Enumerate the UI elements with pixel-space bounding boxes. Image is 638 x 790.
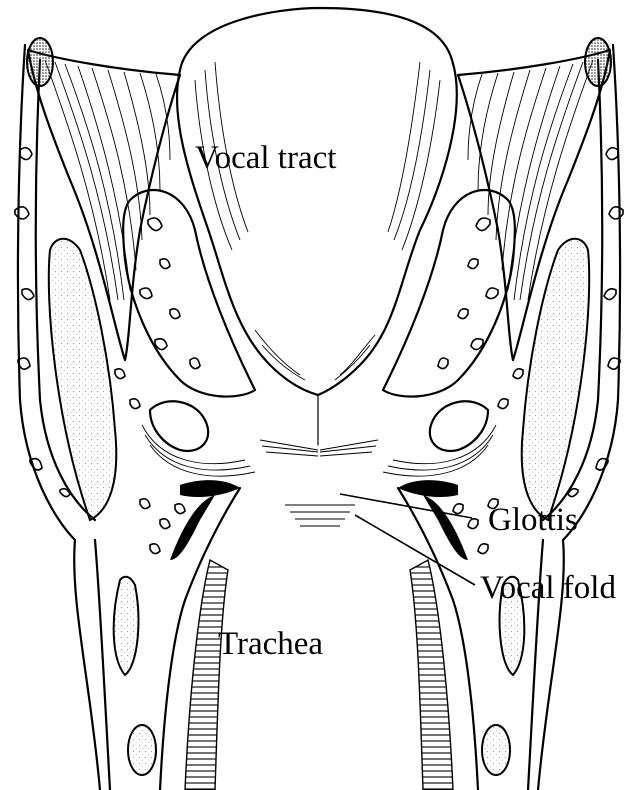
right-ventricular-fold bbox=[383, 190, 523, 476]
left-lower-cartilage bbox=[95, 540, 156, 790]
laryngeal-vestibule bbox=[260, 395, 378, 456]
label-trachea: Trachea bbox=[218, 626, 323, 662]
label-vocal-fold: Vocal fold bbox=[480, 570, 616, 606]
left-outer-wall bbox=[15, 38, 116, 790]
epiglottis bbox=[177, 8, 457, 395]
glottis-pointer bbox=[340, 494, 472, 518]
left-ventricular-fold bbox=[115, 190, 255, 476]
label-vocal-tract: Vocal tract bbox=[195, 140, 336, 176]
right-outer-wall bbox=[522, 38, 623, 790]
label-glottis: Glottis bbox=[488, 502, 578, 538]
